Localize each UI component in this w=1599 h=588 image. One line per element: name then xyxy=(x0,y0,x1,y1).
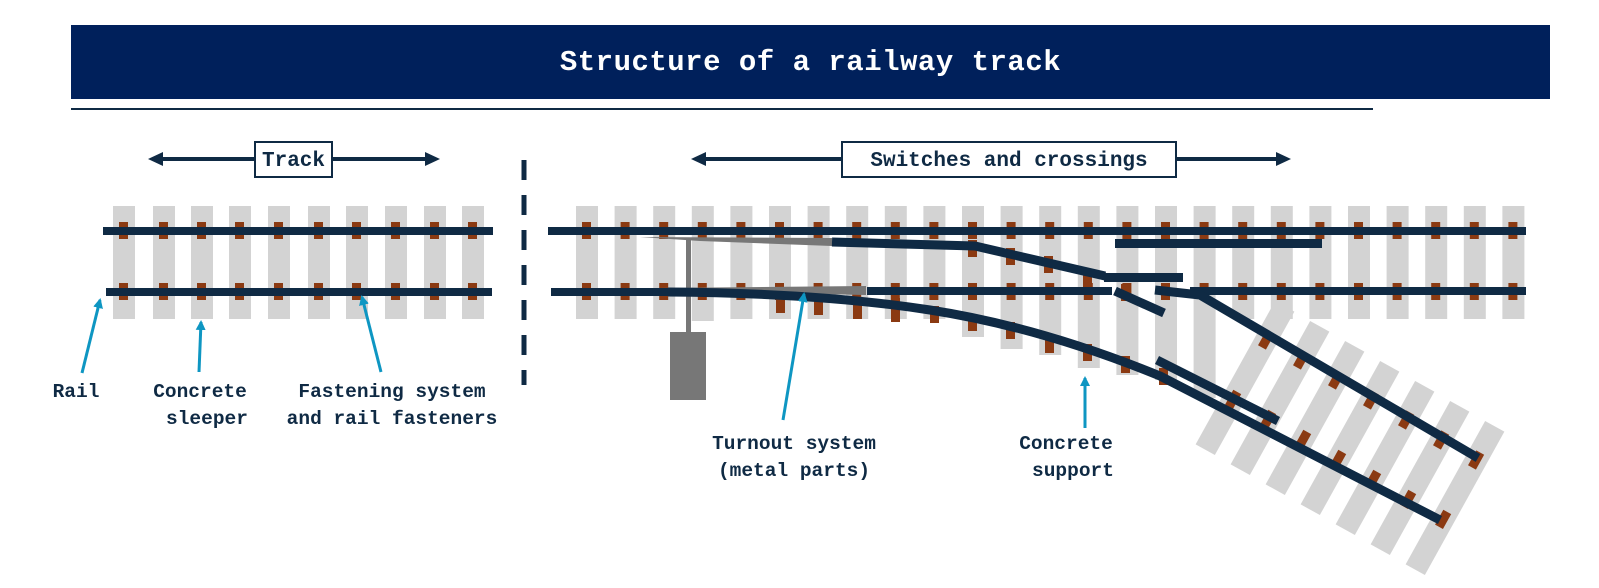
arrow-right-icon xyxy=(1276,152,1291,166)
turnout-label-1: Turnout system xyxy=(712,433,876,455)
diverging-rail-outer xyxy=(667,287,1443,525)
fastening-label-2: and rail fasteners xyxy=(287,408,498,430)
switches-label-box xyxy=(841,141,1177,178)
diverging-rail-inner xyxy=(1154,285,1481,462)
track-section: Track Rail Concrete sleeper Fastening sy… xyxy=(53,141,498,430)
concrete-sleeper-label-2: sleeper xyxy=(166,408,248,430)
main-rail-top xyxy=(548,227,1526,235)
switch-blade-top xyxy=(640,237,832,246)
fastener xyxy=(814,298,823,315)
wing-rail-right xyxy=(1113,286,1166,318)
switch-motor-box xyxy=(670,332,706,400)
diverging-sleepers xyxy=(1195,300,1505,576)
arrow-right-icon xyxy=(425,152,440,166)
rail-top xyxy=(103,227,493,235)
main-rail-bottom-left xyxy=(551,288,668,296)
switch-machine xyxy=(670,238,706,400)
closure-rail-upper xyxy=(831,237,1107,281)
fastening-label-1: Fastening system xyxy=(298,381,485,403)
concrete-support-label-1: Concrete xyxy=(1019,433,1113,455)
fastener xyxy=(891,305,900,322)
check-rail-diverging xyxy=(1154,355,1281,426)
concrete-support-label-2: support xyxy=(1032,460,1114,482)
main-rail-bottom-mid xyxy=(867,287,1112,295)
fastener xyxy=(968,314,977,331)
fastener xyxy=(853,302,862,319)
turnout-callout-arrow xyxy=(781,292,808,421)
sleeper xyxy=(962,206,984,337)
fastener xyxy=(1045,336,1054,353)
concrete-sleeper-label-1: Concrete xyxy=(153,381,247,403)
switches-label: Switches and crossings xyxy=(870,150,1147,173)
title-underline xyxy=(71,108,1373,110)
rail-callout-arrow xyxy=(80,298,103,374)
title-banner: Structure of a railway track xyxy=(71,25,1550,99)
switches-span-arrow: Switches and crossings xyxy=(691,141,1291,178)
track-span-arrow: Track xyxy=(148,141,440,178)
rail-bottom xyxy=(106,288,492,296)
track-sleepers xyxy=(113,206,484,319)
fastener xyxy=(776,296,785,313)
page-title: Structure of a railway track xyxy=(559,45,1062,79)
arrow-left-icon xyxy=(148,152,163,166)
turnout-label-2: (metal parts) xyxy=(718,460,870,482)
track-label-box xyxy=(254,141,333,178)
fastener xyxy=(1435,509,1452,530)
main-rail-bottom-right xyxy=(1190,287,1526,295)
check-rail-top xyxy=(1115,239,1322,248)
wing-rail-left xyxy=(1104,273,1183,282)
fastener xyxy=(1083,270,1092,287)
sleeper xyxy=(1039,206,1062,355)
sleeper-callout-arrow xyxy=(195,320,206,373)
arrow-left-icon xyxy=(691,152,706,166)
rail-label: Rail xyxy=(53,381,100,403)
sleeper xyxy=(1000,206,1023,349)
switches-section: Switches and crossings Turnout system (m… xyxy=(548,141,1526,576)
track-label: Track xyxy=(262,150,325,173)
fastening-callout-arrow xyxy=(359,295,383,373)
